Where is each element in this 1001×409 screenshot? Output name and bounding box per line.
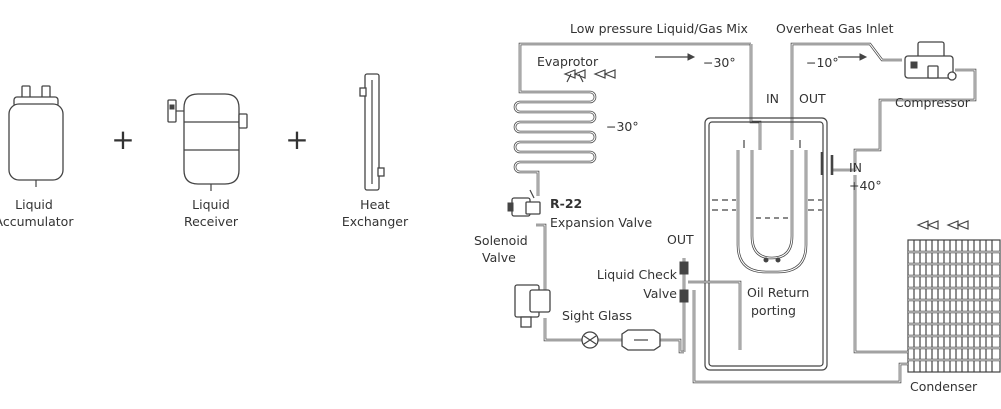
accumulator-label-line2: Accumulator <box>0 214 74 229</box>
check-out-label: OUT <box>667 232 694 247</box>
plus-symbol-2: + <box>285 123 308 156</box>
oil-return-label-line2: porting <box>751 303 796 318</box>
heat-exchanger-box <box>704 117 828 371</box>
evaporator-coil <box>513 42 751 196</box>
liquid-receiver-icon <box>167 93 248 191</box>
heat-exchanger-icon <box>359 73 385 191</box>
expansion-valve-label: Expansion Valve <box>550 215 652 230</box>
condenser-coil <box>907 239 1001 373</box>
plus-symbol-1: + <box>111 123 134 156</box>
hx-in-label: IN <box>766 91 779 106</box>
oil-return-label-line1: Oil Return <box>747 285 809 300</box>
compressor-icon <box>904 41 957 81</box>
accumulator-label-line1: Liquid <box>15 197 53 212</box>
hx-out-label: OUT <box>799 91 826 106</box>
solenoid-valve-icon <box>514 284 551 328</box>
evaporator-label: Evaprotor <box>537 54 599 69</box>
flow-arrow-icon <box>655 53 868 61</box>
liquid-accumulator-icon <box>8 85 64 187</box>
temp-evap-top: −30° <box>703 55 736 70</box>
exchanger-label-line2: Exchanger <box>342 214 409 229</box>
receiver-label-line1: Liquid <box>192 197 230 212</box>
exchanger-label-line1: Heat <box>360 197 390 212</box>
temp-evap-side: −30° <box>606 119 639 134</box>
low-pressure-label: Low pressure Liquid/Gas Mix <box>570 21 748 36</box>
expansion-valve-icon <box>507 189 541 217</box>
sight-glass-label: Sight Glass <box>562 308 632 323</box>
temp-overheat: −10° <box>806 55 839 70</box>
overheat-inlet-label: Overheat Gas Inlet <box>776 21 894 36</box>
evaporator-fan-icon <box>563 69 616 83</box>
condenser-label: Condenser <box>910 379 978 394</box>
refrigerant-label: R-22 <box>550 196 582 211</box>
liquid-check-valve <box>679 258 742 352</box>
receiver-label-line2: Receiver <box>184 214 239 229</box>
cond-in-label: IN <box>849 160 862 175</box>
solenoid-label-line1: Solenoid <box>474 233 528 248</box>
temp-cond-in: +40° <box>849 178 882 193</box>
condenser-fan-icon <box>916 220 969 230</box>
check-valve-label-line2: Valve <box>643 286 677 301</box>
sight-glass-icon <box>581 329 661 351</box>
compressor-label: Compressor <box>895 95 971 110</box>
check-valve-label-line1: Liquid Check <box>597 267 678 282</box>
solenoid-label-line2: Valve <box>482 250 516 265</box>
